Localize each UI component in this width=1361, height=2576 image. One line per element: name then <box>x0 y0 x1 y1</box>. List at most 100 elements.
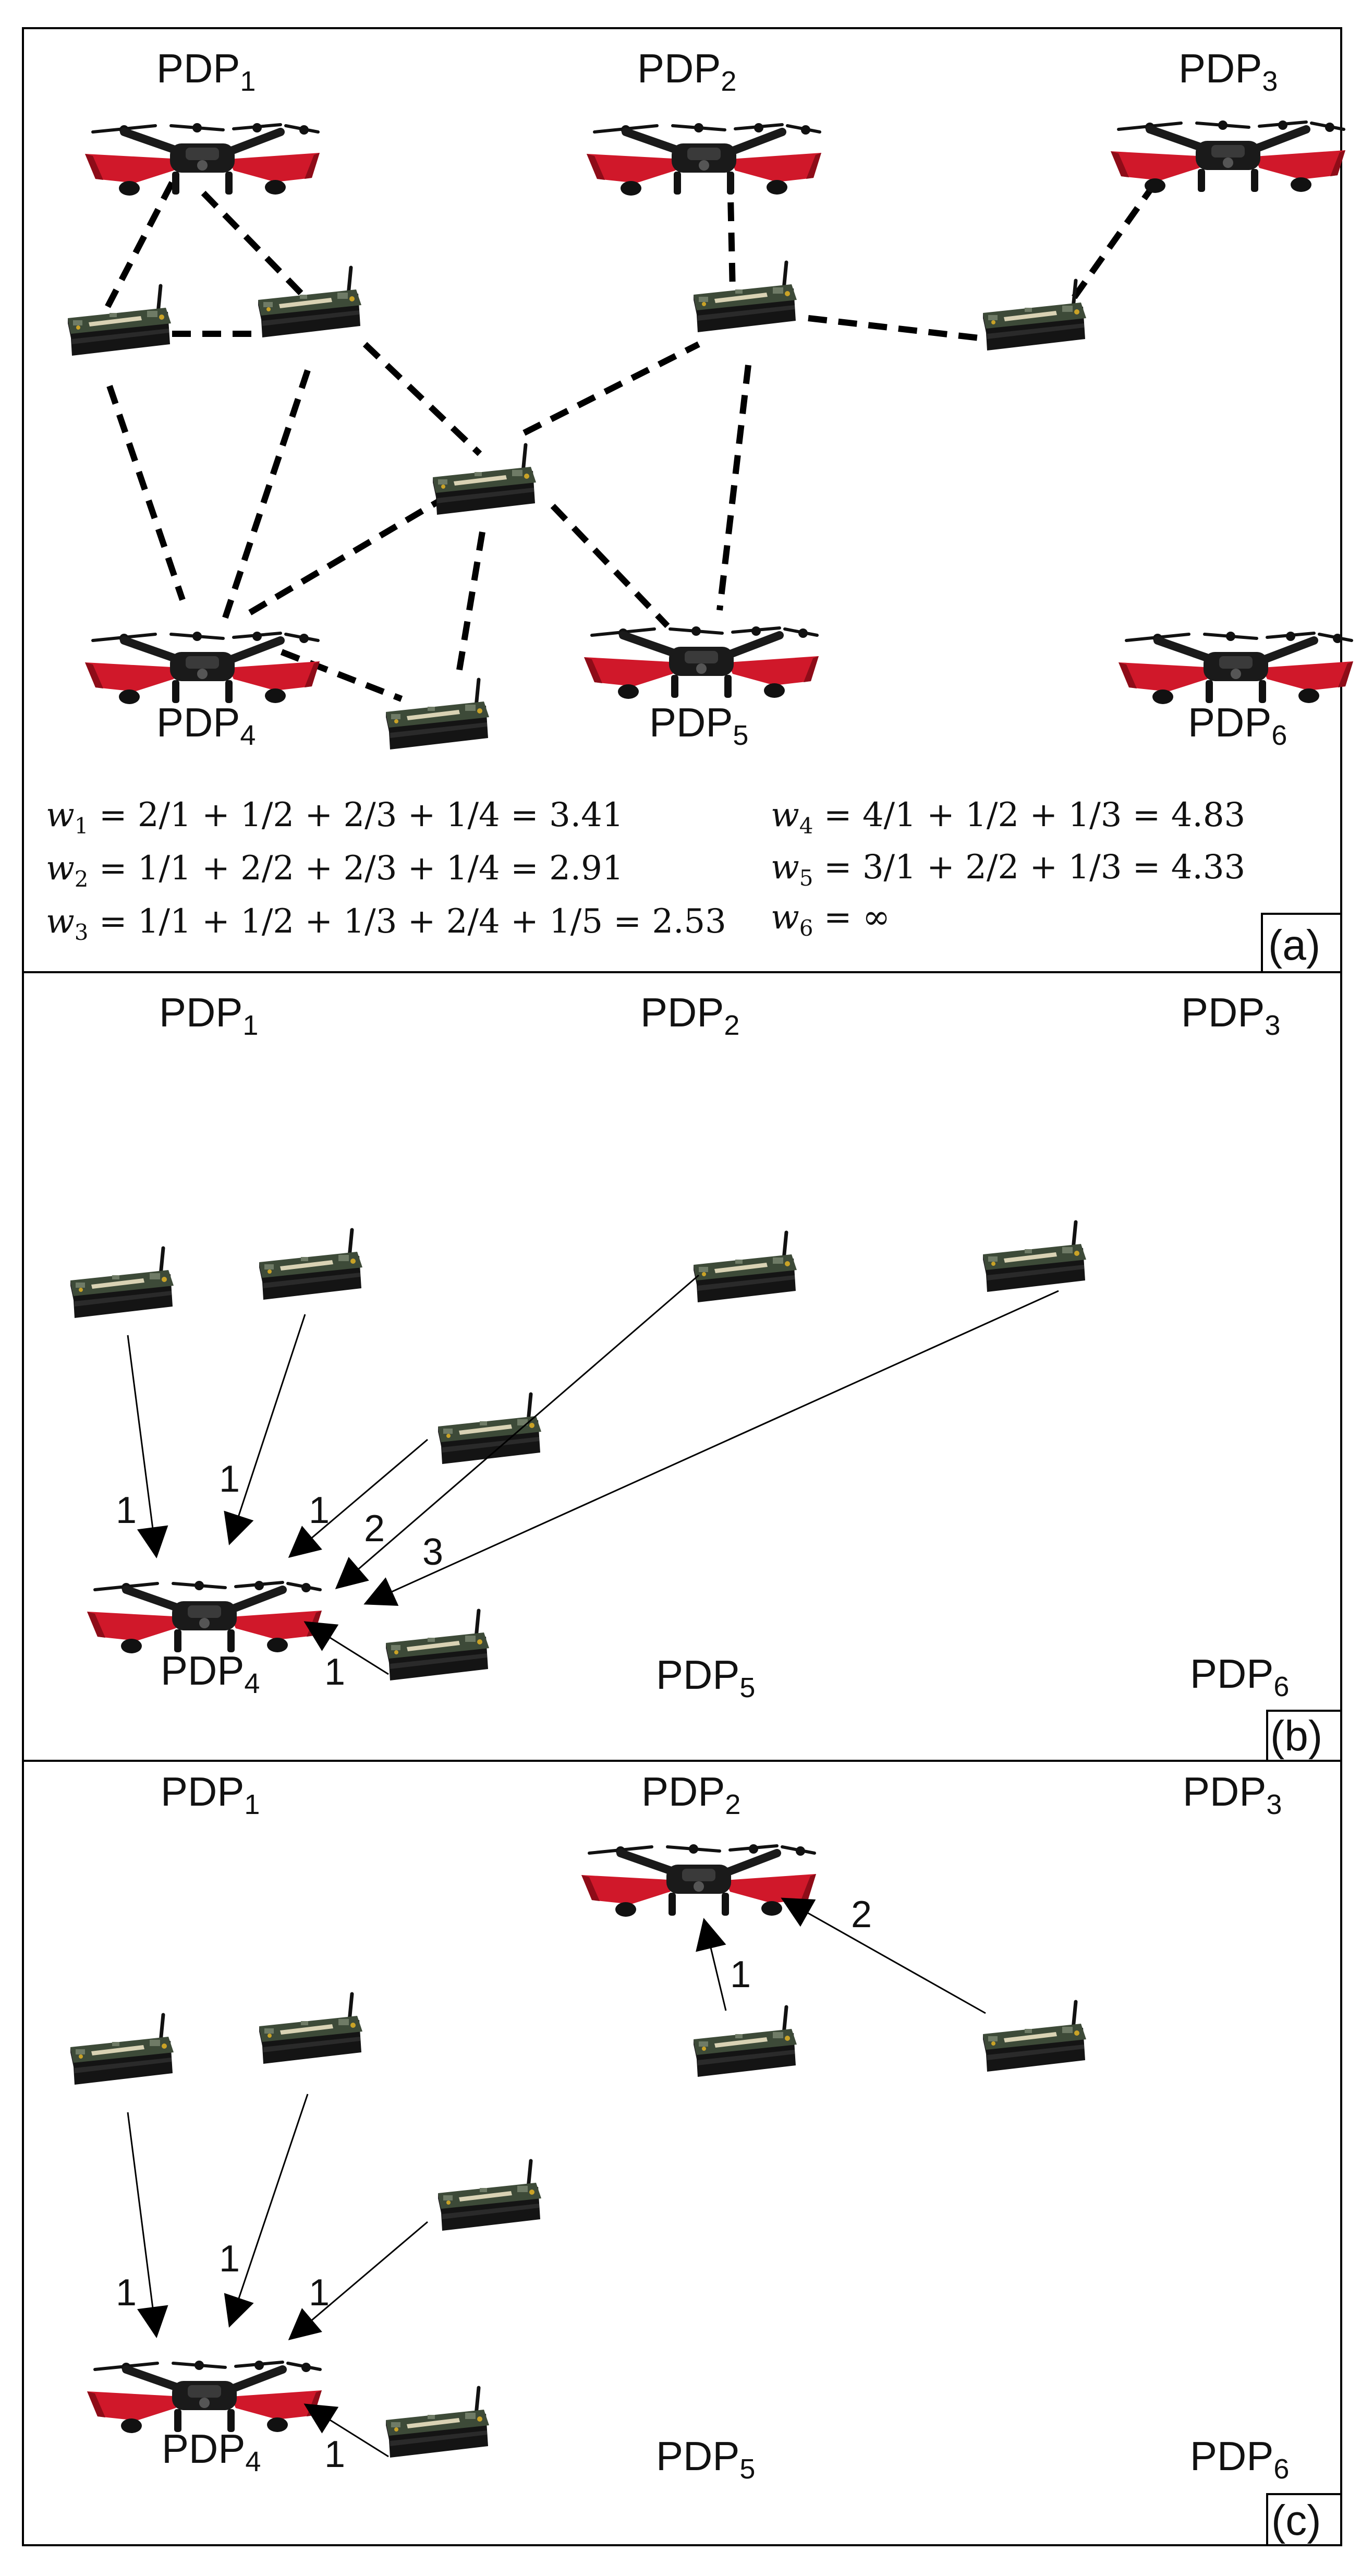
arrow-label-s3: 1 <box>309 1490 330 1531</box>
pdp3-label: PDP3 <box>1181 989 1280 1041</box>
pdp3-drone-icon <box>1111 120 1345 193</box>
link-s1-pdp4 <box>106 385 186 601</box>
sensor-node-2-icon <box>259 1230 362 1300</box>
equation-w3: w3 = 1/1 + 1/2 + 1/3 + 2/4 + 1/5 = 2.53 <box>46 902 726 945</box>
link-s3-s4 <box>522 341 700 436</box>
arrow-label-s5: 2 <box>851 1894 872 1936</box>
sensor-node-1-icon <box>70 1248 174 1318</box>
pdp1-label: PDP1 <box>161 1769 260 1820</box>
panel-a-links <box>99 170 1165 702</box>
arrow-s2-pdp4 <box>224 1314 306 1545</box>
panel-b-label: (b) <box>1270 1712 1322 1760</box>
arrow-label-s3: 1 <box>309 2272 330 2314</box>
pdp1-drone-icon <box>85 123 320 196</box>
panel-b-arrows <box>127 1274 1059 1675</box>
sensor-node-5-icon <box>983 1222 1086 1292</box>
sensor-node-3-icon <box>438 2161 541 2231</box>
arrow-label-s2: 1 <box>219 2238 240 2280</box>
arrow-s1-pdp4 <box>127 2112 168 2338</box>
pdp3-label: PDP3 <box>1183 1769 1282 1820</box>
arrow-label-s2: 1 <box>219 1458 240 1500</box>
panel-a-pdp-labels: PDP1 PDP2 PDP3 PDP4 PDP5 PDP6 <box>156 45 1287 751</box>
equation-w5: w5 = 3/1 + 2/2 + 1/3 = 4.33 <box>771 848 1245 891</box>
pdp6-label: PDP6 <box>1190 2433 1289 2485</box>
link-pdp2-s4 <box>727 172 736 293</box>
sensor-node-3-icon <box>433 445 536 515</box>
sensor-node-5-icon <box>983 281 1086 350</box>
arrow-s1-pdp4 <box>127 1335 168 1558</box>
link-s4-pdp5 <box>716 365 751 611</box>
panel-frames <box>22 27 1342 2546</box>
arrow-s6-pdp4 <box>303 2403 389 2458</box>
panel-b: PDP1 PDP2 PDP3 PDP4 PDP5 PDP6 1 1 1 2 3 <box>70 989 1342 1762</box>
arrow-label-s6: 1 <box>324 2434 345 2475</box>
pdp6-label: PDP6 <box>1190 1651 1289 1702</box>
arrow-s4-pdp4 <box>335 1274 699 1589</box>
sensor-node-4-icon <box>694 1232 797 1302</box>
pdp2-drone-icon <box>581 1844 816 1917</box>
panel-b-frame <box>22 971 1342 1762</box>
panel-c-label-box <box>1266 2493 1342 2546</box>
pdp2-label: PDP2 <box>641 1769 740 1820</box>
panel-b-pdp-labels: PDP1 PDP2 PDP3 PDP4 PDP5 PDP6 <box>159 989 1289 1703</box>
arrow-s5-pdp2 <box>781 1897 986 2014</box>
sensor-node-6-icon <box>386 680 489 749</box>
arrow-s3-pdp4 <box>288 2221 428 2340</box>
link-s4-s5 <box>808 315 989 342</box>
link-s2-pdp4 <box>221 369 311 622</box>
pdp5-label: PDP5 <box>656 2433 755 2485</box>
pdp4-drone-icon <box>87 1581 322 1653</box>
panel-b-arrow-labels: 1 1 1 2 3 1 <box>116 1458 443 1693</box>
arrow-s6-pdp4 <box>303 1621 389 1675</box>
link-pdp1-s2 <box>201 190 308 300</box>
weight-equations: w1 = 2/1 + 1/2 + 2/3 + 1/4 = 3.41 w2 = 1… <box>46 796 1245 945</box>
panel-b-label-box <box>1266 1710 1342 1762</box>
pdp1-label: PDP1 <box>156 45 256 97</box>
sensor-node-2-icon <box>258 268 361 337</box>
pdp4-label: PDP4 <box>162 2426 261 2477</box>
link-pdp4-s6 <box>280 649 403 702</box>
pdp3-label: PDP3 <box>1178 45 1278 97</box>
pdp2-label: PDP2 <box>640 989 739 1041</box>
link-s2-s3 <box>362 342 482 456</box>
sensor-node-6-icon <box>386 1611 489 1680</box>
link-s5-pdp3 <box>1072 170 1165 299</box>
link-s3-pdp4 <box>243 492 451 619</box>
sensor-node-2-icon <box>259 1994 362 2064</box>
arrow-s5-pdp4 <box>363 1290 1059 1606</box>
arrow-s2-pdp4 <box>224 2094 309 2328</box>
panel-c-label: (c) <box>1271 2497 1321 2544</box>
panel-c: PDP1 PDP2 PDP3 PDP4 PDP5 PDP6 1 2 1 1 <box>70 1769 1342 2546</box>
equation-w6: w6 = ∞ <box>771 898 890 941</box>
panel-a: PDP1 PDP2 PDP3 PDP4 PDP5 PDP6 w1 = 2/1 +… <box>46 45 1353 973</box>
pdp5-drone-icon <box>584 626 819 699</box>
pdp4-label: PDP4 <box>156 699 256 751</box>
link-s3-pdp5 <box>550 503 670 628</box>
sensor-node-3-icon <box>438 1394 541 1464</box>
arrow-label-s6: 1 <box>324 1651 345 1693</box>
panel-c-frame <box>22 1760 1342 2546</box>
pdp4-label: PDP4 <box>161 1648 260 1699</box>
arrow-label-s1: 1 <box>116 2272 137 2314</box>
arrow-label-s1: 1 <box>116 1490 137 1531</box>
equation-w1: w1 = 2/1 + 1/2 + 2/3 + 1/4 = 3.41 <box>46 796 624 839</box>
panel-a-label: (a) <box>1268 922 1320 969</box>
panel-c-pdp-labels: PDP1 PDP2 PDP3 PDP4 PDP5 PDP6 <box>161 1769 1289 2485</box>
pdp6-drone-icon <box>1119 632 1353 704</box>
panel-c-arrows <box>127 1897 986 2458</box>
arrow-s3-pdp4 <box>288 1438 428 1558</box>
link-s3-s6 <box>456 531 485 673</box>
sensor-node-1-icon <box>70 2015 174 2085</box>
pdp4-drone-icon <box>85 632 320 704</box>
pdp5-label: PDP5 <box>656 1652 755 1703</box>
arrow-label-s5: 3 <box>422 1531 443 1573</box>
sensor-node-6-icon <box>386 2388 489 2458</box>
pdp5-label: PDP5 <box>649 699 748 751</box>
equation-w2: w2 = 1/1 + 2/2 + 2/3 + 1/4 = 2.91 <box>46 849 624 892</box>
pdp6-label: PDP6 <box>1188 699 1287 751</box>
pdp4-drone-icon <box>87 2361 322 2433</box>
arrow-label-s4: 1 <box>730 1954 751 1996</box>
sensor-node-4-icon <box>694 262 797 332</box>
sensor-node-4-icon <box>694 2007 797 2077</box>
